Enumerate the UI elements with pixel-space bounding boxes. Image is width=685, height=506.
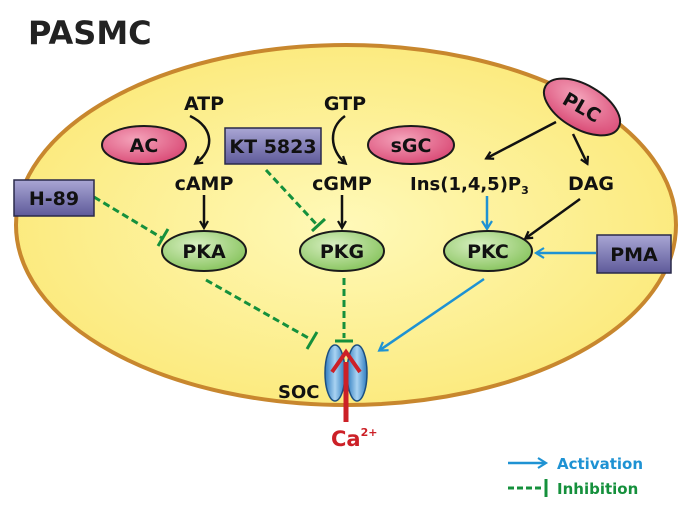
legend: Activation Inhibition [508, 455, 643, 498]
label-ca-main: Ca [331, 427, 361, 451]
ca-influx-arrowhead [330, 348, 362, 374]
label-ip3: Ins(1,4,5)P3 [410, 174, 529, 197]
label-dag: DAG [568, 173, 614, 195]
inhibit-pka-soc-bar [305, 331, 319, 350]
diagram-title: PASMC [28, 14, 152, 52]
label-ip3-sub: 3 [521, 184, 529, 197]
inhibit-h89-pka [93, 195, 163, 240]
label-ip3-main: Ins(1,4,5)P [410, 174, 521, 195]
kinase-pka-label: PKA [182, 241, 226, 263]
legend-activation-label: Activation [557, 455, 643, 473]
arrow-dag-pkc [526, 197, 581, 238]
legend-inhibition-label: Inhibition [557, 480, 638, 498]
kinase-pkc: PKC [443, 230, 533, 272]
label-cgmp: cGMP [312, 173, 372, 195]
drug-pma-label: PMA [610, 244, 658, 266]
kinase-pkg: PKG [299, 230, 385, 272]
arrow-atp-camp [189, 114, 211, 163]
enzyme-sgc: sGC [367, 125, 455, 165]
label-atp: ATP [184, 93, 224, 115]
label-gtp: GTP [324, 93, 366, 115]
drug-kt5823: KT 5823 [224, 127, 322, 165]
enzyme-plc: PLC [543, 77, 621, 137]
drug-h89: H-89 [13, 179, 95, 217]
enzyme-sgc-label: sGC [391, 135, 432, 157]
label-soc: SOC [278, 382, 319, 403]
arrow-plc-ip3 [487, 120, 557, 158]
inhibit-kt5823-pkg [264, 168, 320, 228]
inhibit-pka-soc [205, 278, 313, 342]
inhibit-h89-pka-bar [156, 228, 170, 247]
label-ca: Ca2+ [331, 426, 377, 451]
kinase-pkc-label: PKC [467, 241, 509, 263]
arrow-pkc-soc [377, 277, 485, 352]
label-camp: cAMP [175, 173, 234, 195]
enzyme-ac-label: AC [130, 135, 159, 157]
drug-h89-label: H-89 [29, 188, 79, 210]
drug-pma: PMA [596, 234, 672, 274]
kinase-pkg-label: PKG [320, 241, 364, 263]
drug-kt5823-label: KT 5823 [229, 136, 316, 158]
enzyme-ac: AC [101, 125, 187, 165]
arrow-gtp-cgmp [331, 114, 345, 163]
inhibit-kt5823-pkg-bar [310, 217, 327, 233]
kinase-pka: PKA [161, 230, 247, 272]
label-ca-sup: 2+ [361, 426, 378, 439]
arrow-plc-dag [571, 133, 587, 163]
